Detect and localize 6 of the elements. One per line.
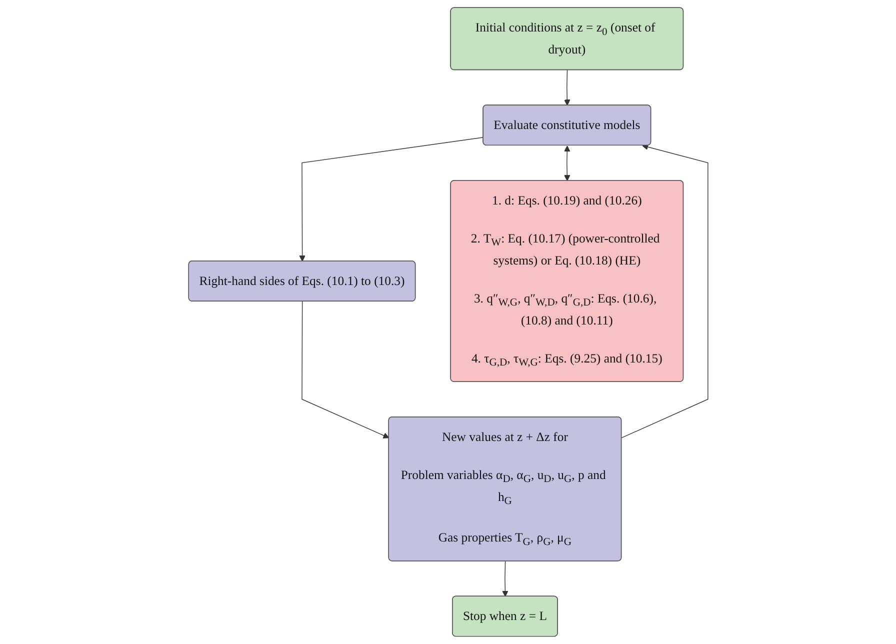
arrow: [502, 560, 508, 597]
arrow: [621, 144, 708, 438]
arrow: [301, 301, 389, 438]
arrow: [298, 137, 484, 262]
arrow: [564, 70, 570, 106]
arrow: [564, 146, 570, 182]
